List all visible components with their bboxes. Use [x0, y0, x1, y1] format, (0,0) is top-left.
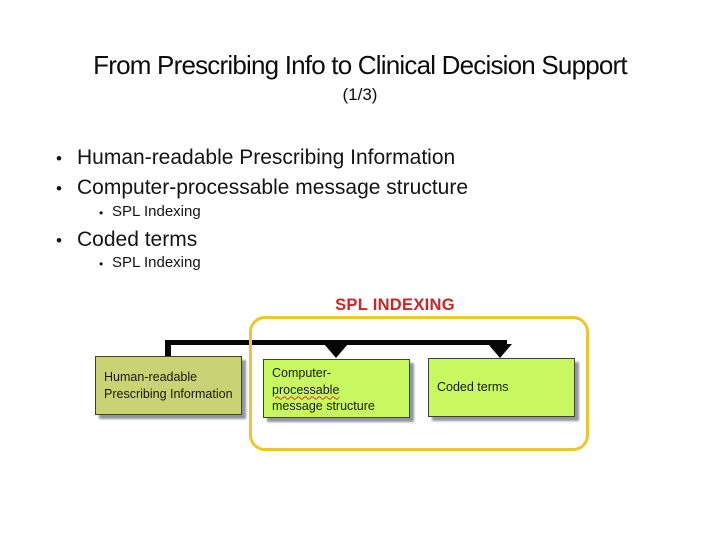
- box-coded-terms: Coded terms: [428, 358, 575, 417]
- box-computer-processable: Computer- processable message structure: [263, 359, 410, 418]
- connector-elbow: [165, 340, 171, 357]
- bullet-icon: •: [99, 257, 104, 271]
- connector-line: [165, 340, 507, 345]
- bullet-icon: •: [56, 149, 62, 168]
- arrow-down-icon: [488, 344, 512, 358]
- box-text-line: Computer-: [272, 366, 332, 380]
- bullet-text: SPL Indexing: [112, 254, 201, 271]
- bullet-text: SPL Indexing: [112, 203, 201, 220]
- bullet-text: Computer-processable message structure: [77, 176, 469, 199]
- bullet-icon: •: [56, 179, 62, 198]
- diagram-label: SPL INDEXING: [335, 296, 455, 314]
- bullet-text: Coded terms: [77, 228, 198, 251]
- box-text-line: Coded terms: [437, 380, 509, 395]
- bullet-icon: •: [56, 231, 62, 250]
- arrow-down-icon: [324, 344, 348, 358]
- bullet-icon: •: [99, 206, 104, 220]
- box-text-line: Human-readable: [104, 370, 198, 384]
- box-human-readable: Human-readable Prescribing Information: [95, 356, 242, 415]
- box-text-line: message structure: [272, 399, 375, 413]
- page-title: From Prescribing Info to Clinical Decisi…: [93, 50, 627, 80]
- spl-indexing-group-outline: [249, 316, 589, 451]
- box-text-line-misspelled: processable: [272, 382, 340, 397]
- slide-page-counter: (1/3): [342, 85, 378, 104]
- bullet-text: Human-readable Prescribing Information: [77, 146, 456, 169]
- box-text-line: Prescribing Information: [104, 386, 233, 401]
